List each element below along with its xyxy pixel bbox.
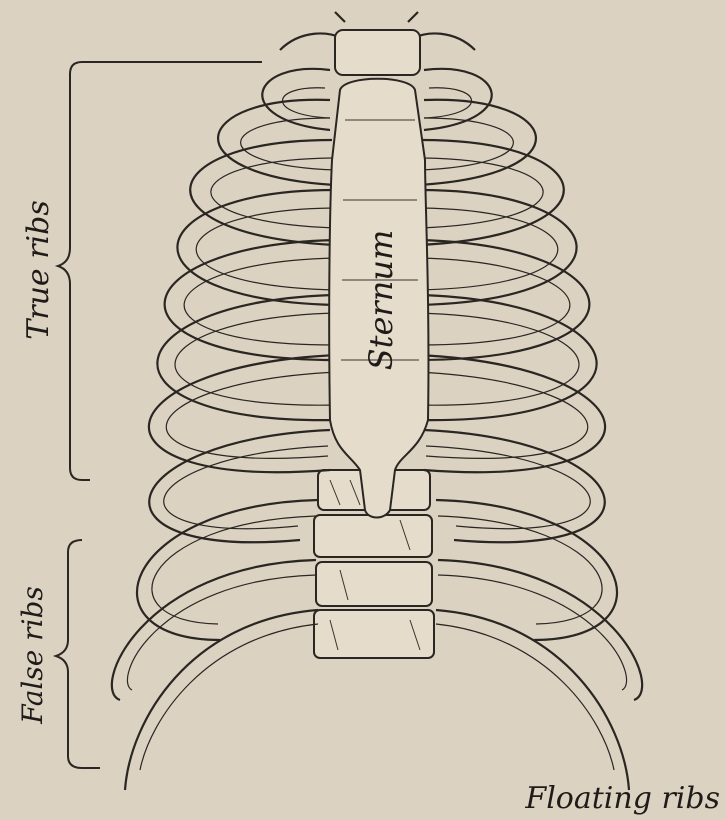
floating-ribs-label: Floating ribs <box>524 781 720 816</box>
sternum-label: Sternum <box>362 230 400 371</box>
right-ribs <box>416 69 642 790</box>
false-ribs-label: False ribs <box>16 586 49 725</box>
true-ribs-label: True ribs <box>21 200 56 340</box>
left-ribs <box>112 69 338 790</box>
false-ribs-brace <box>56 540 100 768</box>
